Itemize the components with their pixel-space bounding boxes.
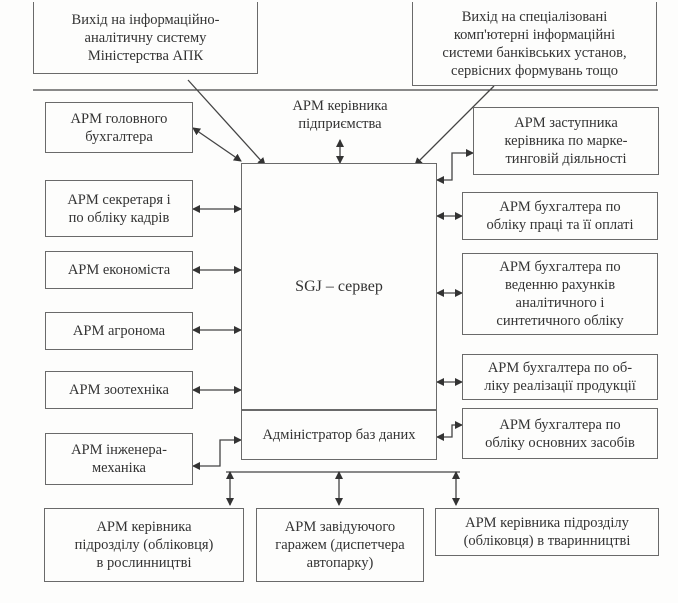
left-box-engineer: АРМ інженера- механіка bbox=[45, 433, 193, 485]
database-administrator: Адміністратор баз даних bbox=[241, 410, 437, 460]
arrow-left-1 bbox=[192, 127, 242, 162]
left-box-zootechnician: АРМ зоотехніка bbox=[45, 371, 193, 409]
top-right-external-system: Вихід на спеціалізовані комп'ютерні інфо… bbox=[412, 2, 657, 86]
arrow-right-1 bbox=[436, 149, 474, 184]
right-box-payroll-accountant: АРМ бухгалтера по обліку праці та її опл… bbox=[462, 192, 658, 240]
arrow-top-left-to-server bbox=[187, 79, 266, 166]
right-box-sales-accountant: АРМ бухгалтера по об- ліку реалізації пр… bbox=[462, 354, 658, 400]
arrow-left-6 bbox=[192, 436, 242, 470]
bottom-box-livestock: АРМ керівника підрозділу (обліковця) в т… bbox=[435, 508, 659, 556]
bottom-box-garage-manager: АРМ завідуючого гаражем (диспетчера авто… bbox=[256, 508, 424, 582]
right-box-marketing-deputy: АРМ заступника керівника по марке- тинго… bbox=[473, 107, 659, 175]
left-box-economist: АРМ економіста bbox=[45, 251, 193, 289]
left-box-agronomist: АРМ агронома bbox=[45, 312, 193, 350]
left-box-secretary: АРМ секретаря і по обліку кадрів bbox=[45, 180, 193, 237]
director-workstation: АРМ керівника підприємства bbox=[292, 98, 388, 132]
top-left-external-system: Вихід на інформаційно- аналітичну систем… bbox=[33, 2, 258, 74]
right-box-ledger-accountant: АРМ бухгалтера по веденню рахунків аналі… bbox=[462, 253, 658, 335]
left-box-chief-accountant: АРМ головного бухгалтера bbox=[45, 102, 193, 153]
right-box-fixed-assets-accountant: АРМ бухгалтера по обліку основних засобі… bbox=[462, 408, 658, 459]
sgj-server: SGJ – сервер bbox=[241, 163, 437, 410]
arrow-right-5 bbox=[436, 421, 463, 441]
bottom-box-crop-production: АРМ керівника підрозділу (обліковця) в р… bbox=[44, 508, 244, 582]
